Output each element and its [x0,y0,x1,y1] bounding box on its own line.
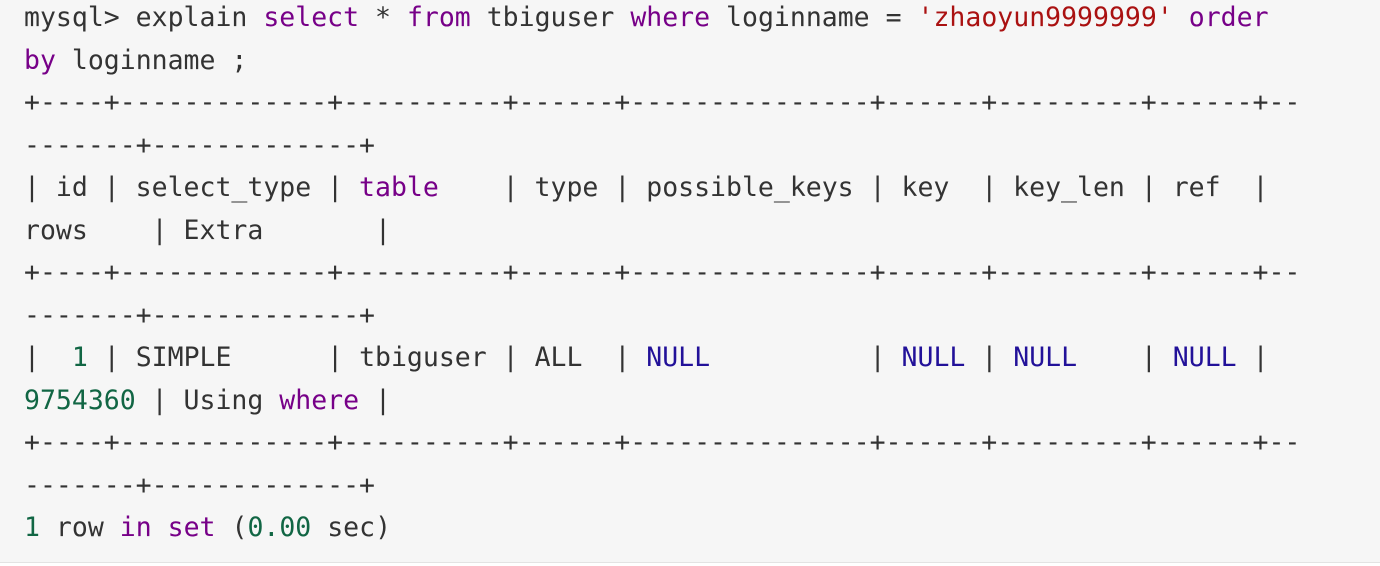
code-line: | id | select_type | table | type | poss… [24,167,1356,210]
code-token-atom: NULL [1172,342,1237,373]
code-token-plain: -------+-------------+ [24,469,375,501]
code-token-kw: where [279,384,360,416]
code-token-plain: +----+-------------+----------+------+--… [24,427,1301,458]
code-line: 9754360 | Using where | [24,380,1356,423]
code-token-kw: select [263,2,360,33]
code-token-atom: NULL [1013,342,1078,373]
code-token-plain: | Using [135,384,280,416]
code-token-kw: order [1188,2,1269,33]
code-token-plain: -------+-------------+ [24,299,375,331]
code-token-plain: | [359,384,391,416]
code-token-plain [152,512,168,543]
code-token-atom: NULL [646,342,711,373]
code-token-plain: | [24,342,72,373]
code-line: rows | Extra | [24,210,1356,253]
code-line: -------+-------------+ [24,465,1356,508]
code-token-plain: tbiguser [470,2,631,33]
code-token-kw: set [167,512,216,543]
code-token-kw: table [359,172,439,203]
code-token-plain: | type | possible_keys | key | key_len |… [438,172,1269,203]
code-line: +----+-------------+----------+------+--… [24,422,1356,465]
code-token-kw: in [119,512,152,543]
code-token-atom: NULL [901,342,966,373]
code-token-plain: | SIMPLE | tbiguser | ALL | [87,342,647,373]
code-token-num: 0.00 [247,512,312,543]
code-token-plain: | id | select_type | [24,172,360,203]
code-line: by loginname ; [24,40,1356,83]
code-token-num: 1 [24,512,40,543]
code-line: 1 row in set (0.00 sec) [24,507,1356,550]
code-token-plain: | [710,342,902,373]
code-line: +----+-------------+----------+------+--… [24,252,1356,295]
code-token-plain: * [359,2,407,33]
code-line: | 1 | SIMPLE | tbiguser | ALL | NULL | N… [24,337,1356,380]
code-token-plain: +----+-------------+----------+------+--… [24,87,1301,118]
code-token-plain: row [39,512,120,543]
code-token-plain: rows | Extra | [24,214,391,246]
code-line: -------+-------------+ [24,295,1356,338]
code-token-str: 'zhaoyun9999999' [917,2,1173,33]
code-token-plain: -------+-------------+ [24,129,375,161]
code-token-plain: +----+-------------+----------+------+--… [24,257,1301,288]
code-line: +----+-------------+----------+------+--… [24,82,1356,125]
code-token-plain: | [965,342,1014,373]
mysql-terminal-output: mysql> explain select * from tbiguser wh… [24,0,1356,550]
code-token-plain [1173,2,1189,33]
code-token-plain: | [1236,342,1269,373]
code-token-plain: sec) [311,512,392,543]
code-token-plain: loginname ; [55,44,248,76]
code-token-plain: mysql> explain [24,2,264,33]
code-line: mysql> explain select * from tbiguser wh… [24,0,1356,40]
code-token-plain: | [1077,342,1173,373]
code-token-kw: by [24,44,56,76]
code-line: -------+-------------+ [24,125,1356,168]
code-token-num: 9754360 [24,384,136,416]
code-token-plain: loginname = [710,2,918,33]
code-token-kw: from [406,2,471,33]
code-token-kw: where [630,2,711,33]
code-token-plain: ( [215,512,248,543]
code-token-num: 1 [71,342,88,373]
